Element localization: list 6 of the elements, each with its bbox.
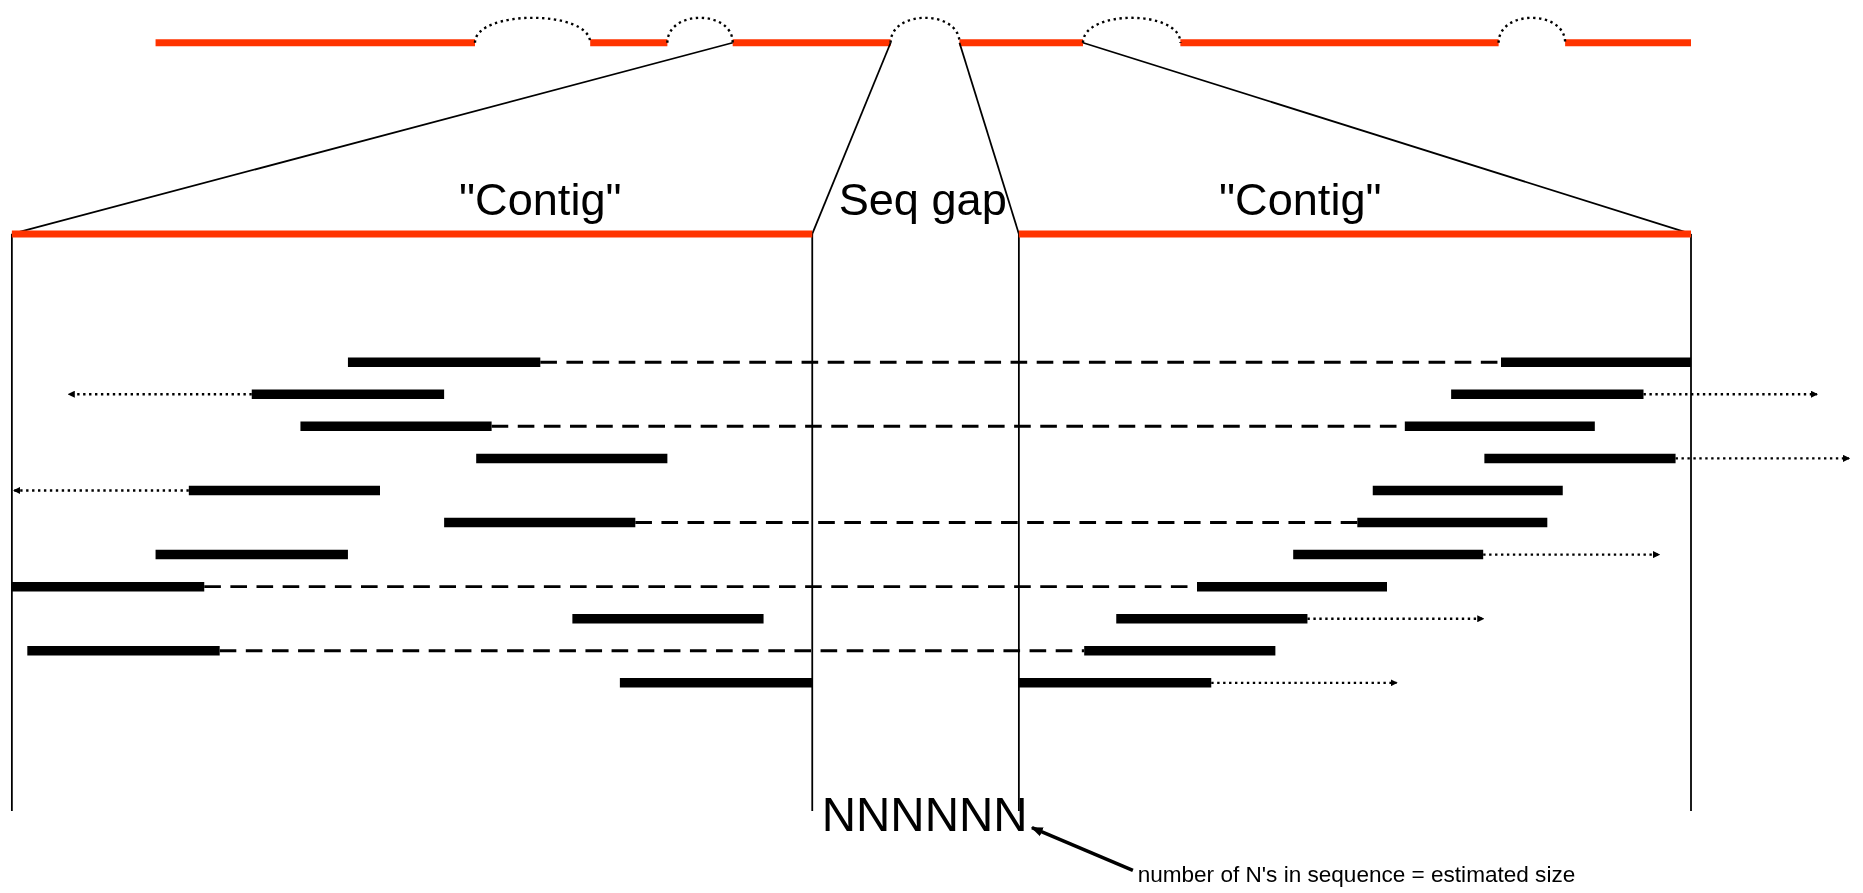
contig-label: "Contig" xyxy=(459,175,622,226)
arrow xyxy=(1030,826,1134,873)
gap-label: Seq gap xyxy=(838,175,1007,226)
note: number of N's in sequence = estimated size xyxy=(1137,863,1576,889)
gap-sequence-text: NNNNNN xyxy=(821,788,1028,841)
contig-label: "Contig" xyxy=(1219,175,1382,226)
